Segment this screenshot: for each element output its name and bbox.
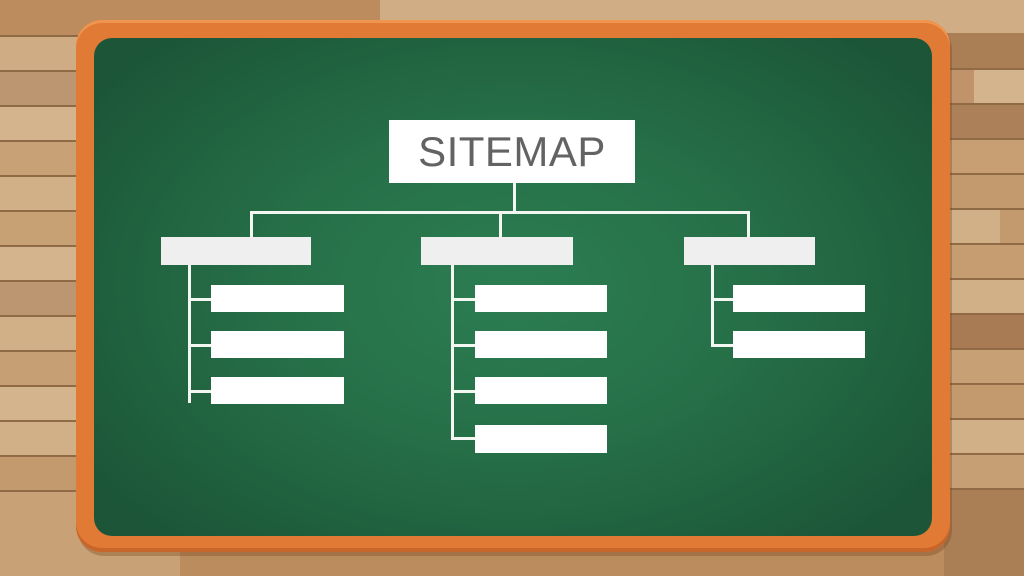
sitemap-page-node bbox=[211, 377, 344, 404]
sitemap-page-node bbox=[211, 285, 344, 312]
wood-plank bbox=[944, 33, 1024, 70]
wood-plank bbox=[944, 455, 1024, 490]
wood-plank bbox=[0, 457, 80, 492]
wood-plank bbox=[944, 315, 1024, 350]
wood-plank bbox=[0, 352, 80, 387]
wood-plank bbox=[1000, 210, 1024, 245]
wood-plank bbox=[944, 140, 1024, 175]
connector-line bbox=[711, 298, 733, 301]
wood-plank bbox=[944, 385, 1024, 420]
sitemap-page-node bbox=[475, 331, 607, 358]
wood-plank bbox=[0, 142, 80, 177]
sitemap-title: SITEMAP bbox=[418, 127, 606, 175]
connector-line bbox=[188, 298, 212, 301]
connector-line bbox=[188, 344, 212, 347]
connector-line bbox=[747, 211, 750, 237]
wood-plank bbox=[0, 212, 80, 247]
sitemap-page-node bbox=[211, 331, 344, 358]
sitemap-page-node bbox=[475, 285, 607, 312]
sitemap-page-node bbox=[733, 285, 865, 312]
sitemap-page-node bbox=[733, 331, 865, 358]
wood-plank bbox=[0, 37, 80, 72]
connector-line bbox=[711, 344, 733, 347]
sitemap-section-node bbox=[161, 237, 311, 265]
wood-plank bbox=[0, 177, 80, 212]
sitemap-section-node bbox=[421, 237, 573, 265]
connector-line bbox=[250, 211, 253, 237]
connector-line bbox=[451, 344, 475, 347]
connector-line bbox=[499, 211, 502, 237]
wood-plank bbox=[944, 490, 1024, 576]
connector-line bbox=[513, 183, 516, 214]
wood-plank bbox=[944, 105, 1024, 140]
wood-plank bbox=[944, 420, 1024, 455]
connector-line bbox=[711, 265, 714, 347]
wood-plank bbox=[0, 387, 80, 422]
connector-line bbox=[451, 390, 475, 393]
wood-plank bbox=[0, 317, 80, 352]
wood-plank bbox=[944, 210, 1000, 245]
wood-plank bbox=[944, 350, 1024, 385]
sitemap-root-node: SITEMAP bbox=[389, 120, 635, 183]
sitemap-section-node bbox=[684, 237, 815, 265]
sitemap-page-node bbox=[475, 377, 607, 404]
wood-plank bbox=[944, 280, 1024, 315]
wood-plank bbox=[0, 72, 80, 107]
connector-line bbox=[188, 265, 191, 403]
wood-plank bbox=[0, 422, 80, 457]
wood-plank bbox=[0, 282, 80, 317]
connector-line bbox=[451, 437, 475, 440]
wood-plank bbox=[0, 247, 80, 282]
chalkboard-frame: SITEMAP bbox=[76, 20, 950, 552]
wood-plank bbox=[0, 107, 80, 142]
sitemap-page-node bbox=[475, 425, 607, 453]
wood-plank bbox=[944, 245, 1024, 280]
wood-plank bbox=[944, 175, 1024, 210]
connector-line bbox=[188, 390, 212, 393]
connector-line bbox=[451, 265, 454, 440]
chalkboard: SITEMAP bbox=[94, 38, 932, 536]
wood-plank bbox=[0, 492, 80, 576]
wood-plank bbox=[974, 70, 1024, 105]
connector-line bbox=[451, 298, 475, 301]
